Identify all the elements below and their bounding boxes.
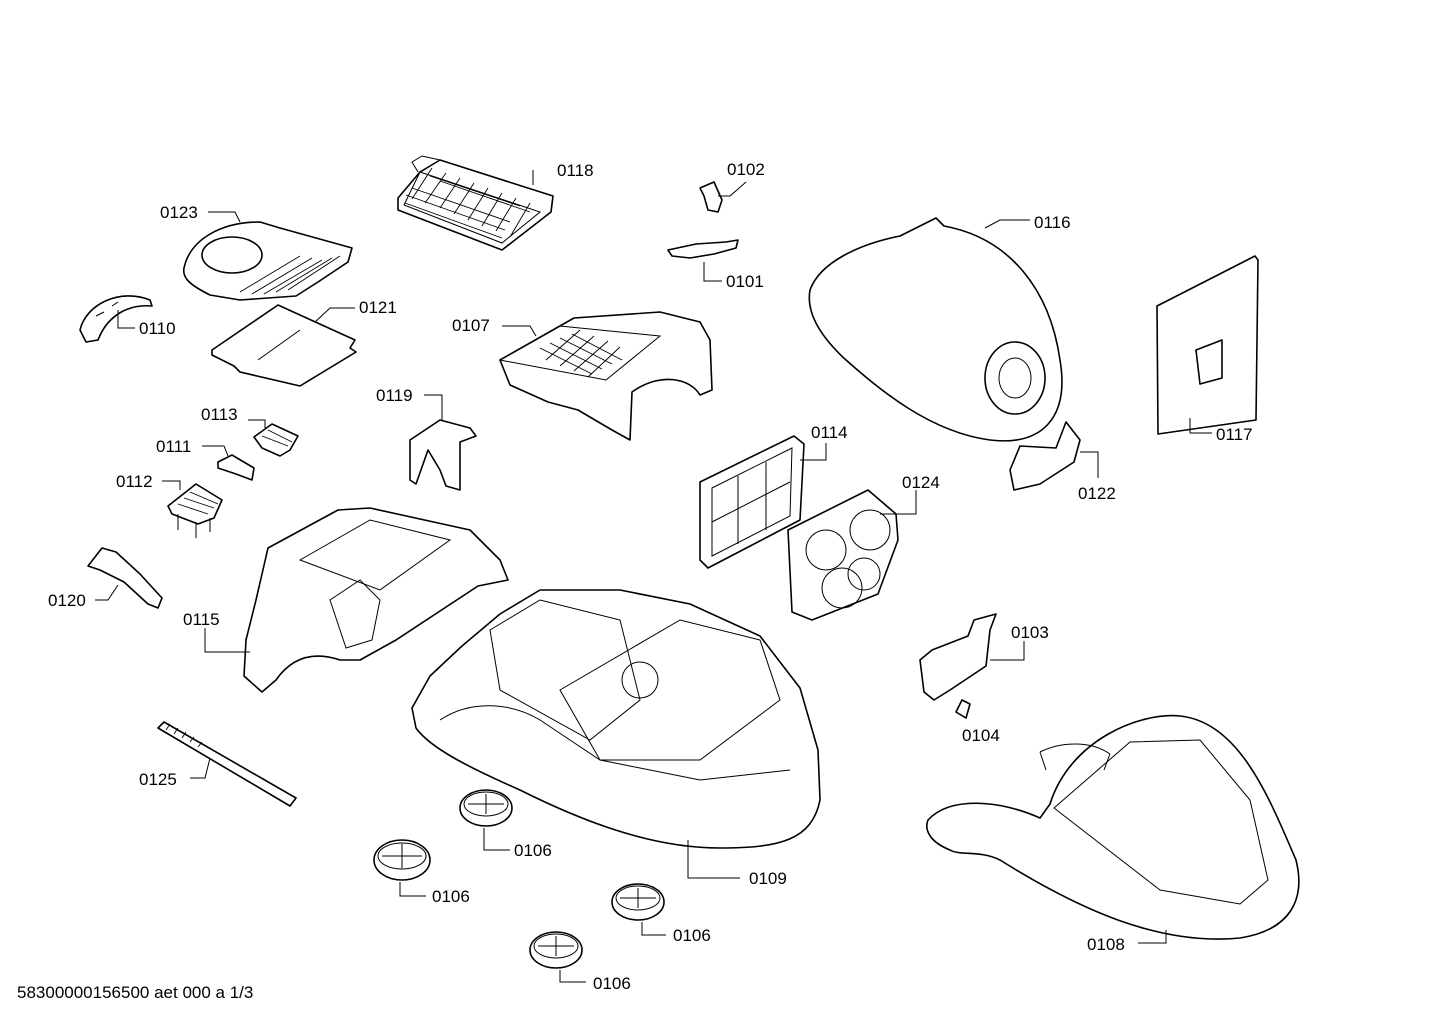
callout-0115: 0115 [183,610,220,629]
part-0113-cap[interactable] [253,423,299,457]
callout-0110: 0110 [139,319,176,338]
callout-0117: 0117 [1216,425,1253,444]
callout-0116: 0116 [1034,213,1071,232]
part-0117-dust-bag[interactable] [1156,255,1259,435]
callout-0103: 0103 [1011,623,1049,642]
part-0124-exhaust-filter[interactable] [787,489,899,621]
callout-0102: 0102 [727,160,765,179]
part-0123-cover[interactable] [182,221,353,301]
part-0125-rod[interactable] [157,721,297,807]
part-0111-button[interactable] [217,454,255,481]
part-0120-pedal[interactable] [87,547,163,609]
part-0108-bumper[interactable] [926,714,1300,940]
diagram-id: 58300000156500 aet 000 a 1/3 [17,983,253,1002]
callout-0106-b: 0106 [432,887,470,906]
part-0121-mat[interactable] [211,304,357,387]
part-0107-housing[interactable] [498,311,713,441]
callout-0107: 0107 [452,316,490,335]
part-0115-motor-mount[interactable] [243,507,509,693]
callout-0114: 0114 [811,423,848,442]
callout-0123: 0123 [160,203,198,222]
callout-0106-c: 0106 [673,926,711,945]
part-0109-main-housing[interactable] [411,589,821,849]
part-0112-grille[interactable] [167,483,223,538]
part-0104-pin[interactable] [955,699,971,719]
callout-0124: 0124 [902,473,940,492]
callout-0108: 0108 [1087,935,1125,954]
callout-0106-d: 0106 [593,974,631,993]
part-0110-clip[interactable] [79,295,153,343]
part-0122-handle-cap[interactable] [1009,421,1081,491]
callout-0118: 0118 [557,161,594,180]
part-0114-filter-frame[interactable] [699,435,805,569]
part-0103-lever[interactable] [919,613,997,701]
callout-0101: 0101 [726,272,764,291]
part-0106-castor-b[interactable] [373,839,431,881]
callout-0119: 0119 [376,386,413,405]
callout-0109: 0109 [749,869,787,888]
callout-0104: 0104 [962,726,1000,745]
part-0106-castor-a[interactable] [459,789,513,827]
part-0102-latch[interactable] [699,181,723,213]
callout-0113: 0113 [201,405,238,424]
part-0106-castor-d[interactable] [529,931,583,969]
part-0116-top-shell[interactable] [808,217,1063,442]
callout-0125: 0125 [139,770,177,789]
part-0106-castor-c[interactable] [611,883,665,921]
callout-0112: 0112 [116,472,153,491]
callout-0120: 0120 [48,591,86,610]
part-0101-spring[interactable] [667,239,739,259]
callout-0106-a: 0106 [514,841,552,860]
callout-0121: 0121 [359,298,397,317]
part-0119-bracket[interactable] [409,419,477,491]
callout-0122: 0122 [1078,484,1116,503]
callout-0111: 0111 [156,437,191,456]
part-0118-filter[interactable] [397,155,554,251]
